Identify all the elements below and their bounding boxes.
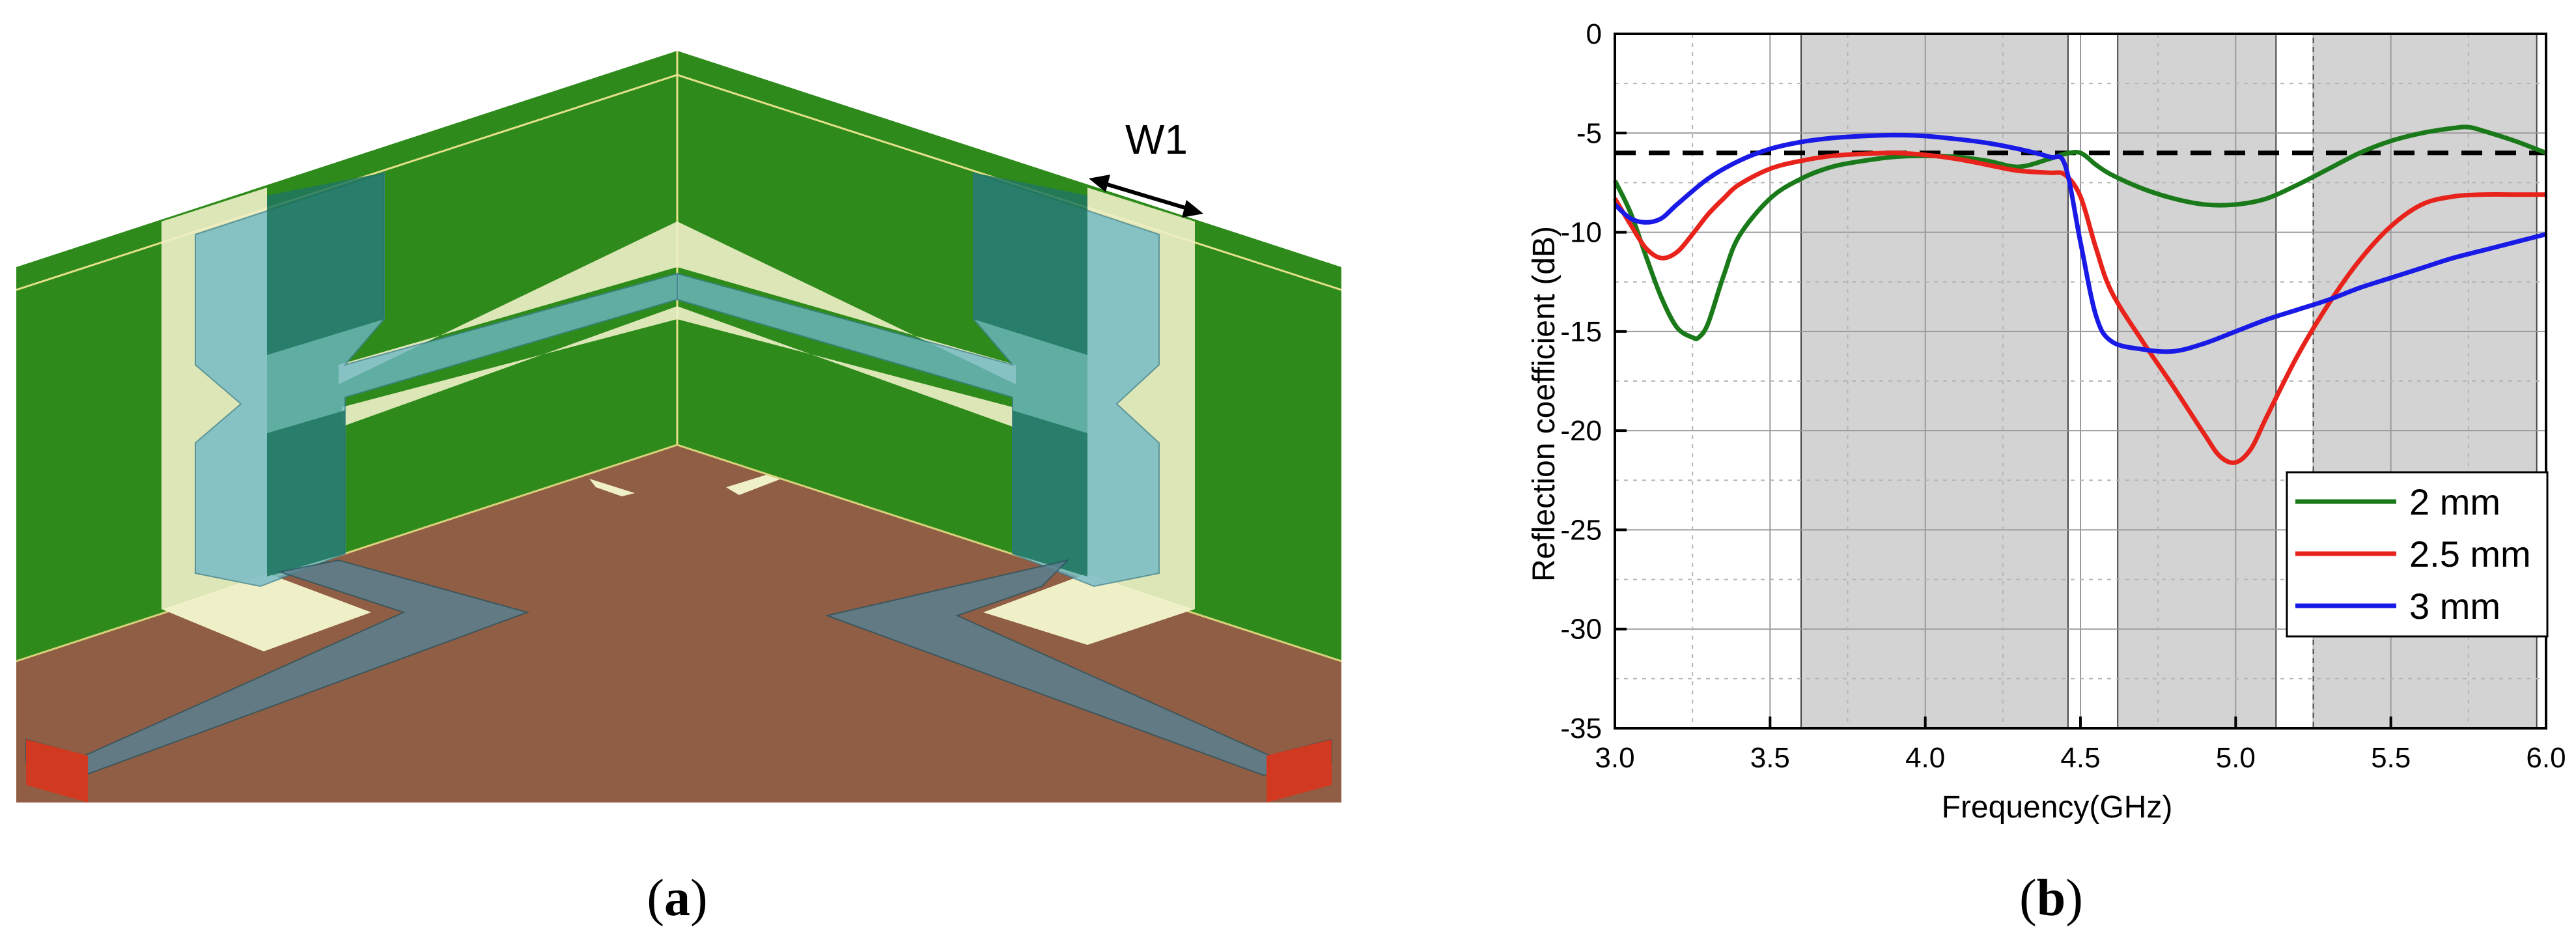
reflection-chart-panel: 3.0 3.5 4.0 4.5 5.0 5.5 6.0 0 -5 -10 -15 -20 -25 -30… — [1527, 18, 2566, 927]
x-tick-label-0: 3.0 — [1595, 742, 1634, 774]
y-tick-labels: 0 -5 -10 -15 -20 -25 -30 -35 — [1560, 18, 1602, 745]
caption-b: (b) — [2019, 870, 2083, 927]
series-line-2-5-mm — [1613, 150, 2546, 465]
ground-cutout-right — [726, 474, 781, 495]
x-tick-labels: 3.0 3.5 4.0 4.5 5.0 5.5 6.0 — [1595, 742, 2566, 774]
legend-label-1: 2.5 mm — [2409, 533, 2531, 575]
y-tick-label-7: -35 — [1560, 713, 1602, 745]
antenna-model-panel: W1 (a) — [16, 51, 1342, 927]
y-tick-label-4: -20 — [1560, 415, 1602, 447]
y-tick-label-6: -30 — [1560, 614, 1602, 646]
caption-b-open: ( — [2019, 870, 2037, 927]
chart-series — [1612, 124, 2547, 465]
x-tick-label-1: 3.5 — [1750, 742, 1790, 774]
shaded-band-1 — [2117, 33, 2277, 729]
feed-pad-left — [161, 573, 371, 651]
ground-cutout-left — [589, 479, 635, 496]
trace-overlap-left-upper — [267, 173, 384, 355]
legend: 2 mm 2.5 mm 3 mm — [2286, 471, 2549, 638]
y-tick-label-0: 0 — [1586, 18, 1602, 50]
feed-pad-right — [983, 573, 1195, 645]
x-tick-label-4: 5.0 — [2216, 742, 2256, 774]
series-line-2-mm — [1612, 124, 2547, 341]
trace-overlap-left-lower — [267, 410, 345, 576]
caption-a-close: ) — [690, 870, 708, 927]
x-tick-label-3: 4.5 — [2060, 742, 2100, 774]
chart-ticks — [1614, 33, 2547, 730]
y-tick-label-5: -25 — [1560, 514, 1602, 546]
w1-arrowhead-left — [1089, 175, 1110, 192]
y-tick-label-2: -10 — [1560, 217, 1602, 249]
w1-dimension-arrow — [1100, 180, 1192, 212]
trace-overlap-right-upper — [973, 173, 1087, 355]
caption-a-open: ( — [647, 870, 664, 927]
w1-arrowhead-right — [1182, 200, 1203, 218]
legend-items: 2 mm 2.5 mm 3 mm — [2295, 481, 2531, 627]
trace-overlap-right-lower — [1013, 410, 1087, 576]
legend-label-0: 2 mm — [2409, 481, 2500, 522]
y-axis-label: Reflection coefficient (dB) — [1527, 226, 1561, 582]
caption-a: (a) — [647, 870, 707, 927]
series-line-3-mm — [1613, 132, 2547, 354]
port-left — [26, 739, 88, 803]
legend-label-2: 3 mm — [2409, 586, 2500, 627]
x-tick-label-5: 5.5 — [2371, 742, 2411, 774]
x-tick-label-6: 6.0 — [2526, 742, 2566, 774]
y-tick-label-3: -15 — [1560, 316, 1602, 348]
caption-b-letter: b — [2037, 870, 2066, 927]
ground-plane — [16, 445, 1341, 803]
patch-band-horizontal — [339, 221, 1016, 384]
caption-b-close: ) — [2065, 870, 2083, 927]
x-axis-label: Frequency(GHz) — [1942, 790, 2173, 825]
y-tick-label-1: -5 — [1576, 117, 1602, 149]
w1-label: W1 — [1125, 116, 1188, 163]
x-tick-label-2: 4.0 — [1905, 742, 1945, 774]
caption-a-letter: a — [664, 870, 690, 927]
port-right — [1267, 739, 1332, 803]
